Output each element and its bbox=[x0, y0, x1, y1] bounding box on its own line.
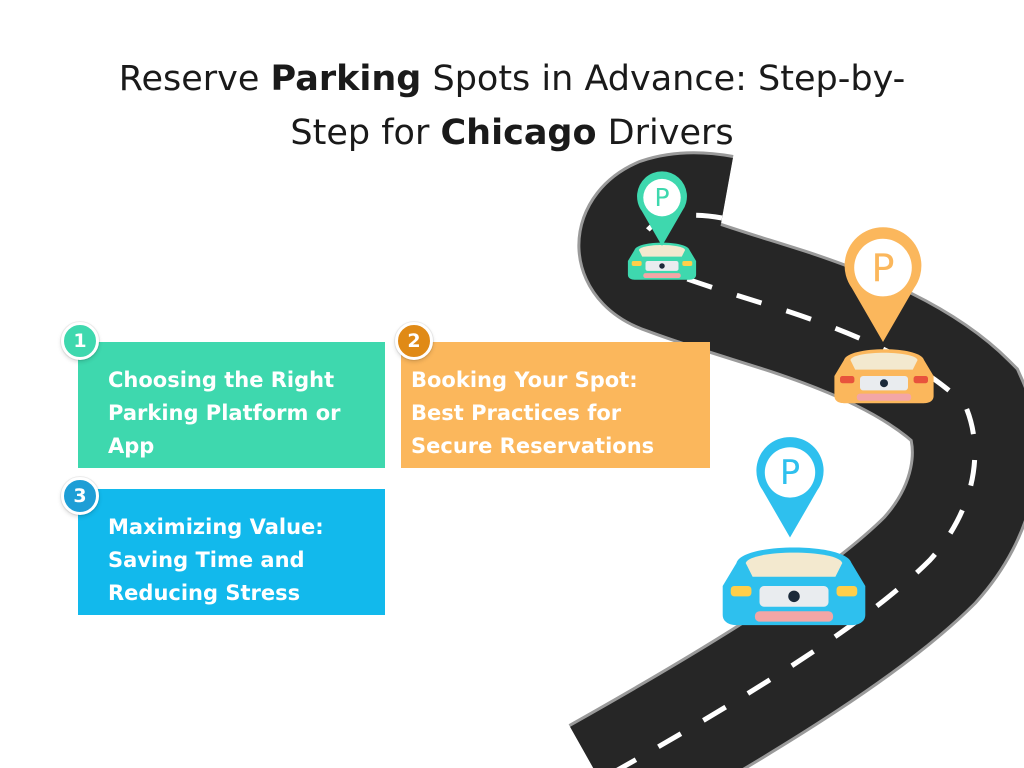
car-icon bbox=[627, 242, 697, 280]
title-part-1: Reserve bbox=[118, 59, 271, 99]
parking-pin-orange: P bbox=[844, 227, 922, 342]
map-pin-icon: P bbox=[756, 437, 824, 538]
car-icon bbox=[834, 349, 934, 404]
car-icon bbox=[722, 547, 866, 626]
step-card-1: Choosing the Right Parking Platform or A… bbox=[78, 342, 385, 468]
page-title: Reserve Parking Spots in Advance: Step-b… bbox=[90, 52, 934, 160]
title-bold-chicago: Chicago bbox=[440, 113, 597, 153]
title-bold-parking: Parking bbox=[270, 59, 422, 99]
step-card-2: Booking Your Spot: Best Practices for Se… bbox=[401, 342, 710, 468]
title-part-3: Drivers bbox=[596, 113, 734, 153]
pin-label: P bbox=[871, 246, 894, 291]
parking-pin-teal: P bbox=[637, 171, 687, 246]
step-number-badge-3: 3 bbox=[61, 477, 99, 515]
car-teal bbox=[627, 242, 697, 280]
car-orange bbox=[834, 349, 934, 404]
map-pin-icon: P bbox=[637, 171, 687, 246]
map-pin-icon: P bbox=[844, 227, 922, 342]
step-text: Choosing the Right Parking Platform or A… bbox=[108, 368, 341, 458]
step-card-3: Maximizing Value: Saving Time and Reduci… bbox=[78, 489, 385, 615]
step-text: Maximizing Value: Saving Time and Reduci… bbox=[108, 515, 324, 605]
pin-label: P bbox=[654, 183, 669, 212]
car-blue bbox=[722, 547, 866, 626]
parking-pin-blue: P bbox=[756, 437, 824, 538]
step-number-badge-2: 2 bbox=[395, 322, 433, 360]
title-part-2: Spots in Advance: Step-by-Step for bbox=[290, 59, 906, 153]
step-number-badge-1: 1 bbox=[61, 322, 99, 360]
pin-label: P bbox=[780, 453, 800, 492]
step-text: Booking Your Spot: Best Practices for Se… bbox=[411, 368, 655, 458]
